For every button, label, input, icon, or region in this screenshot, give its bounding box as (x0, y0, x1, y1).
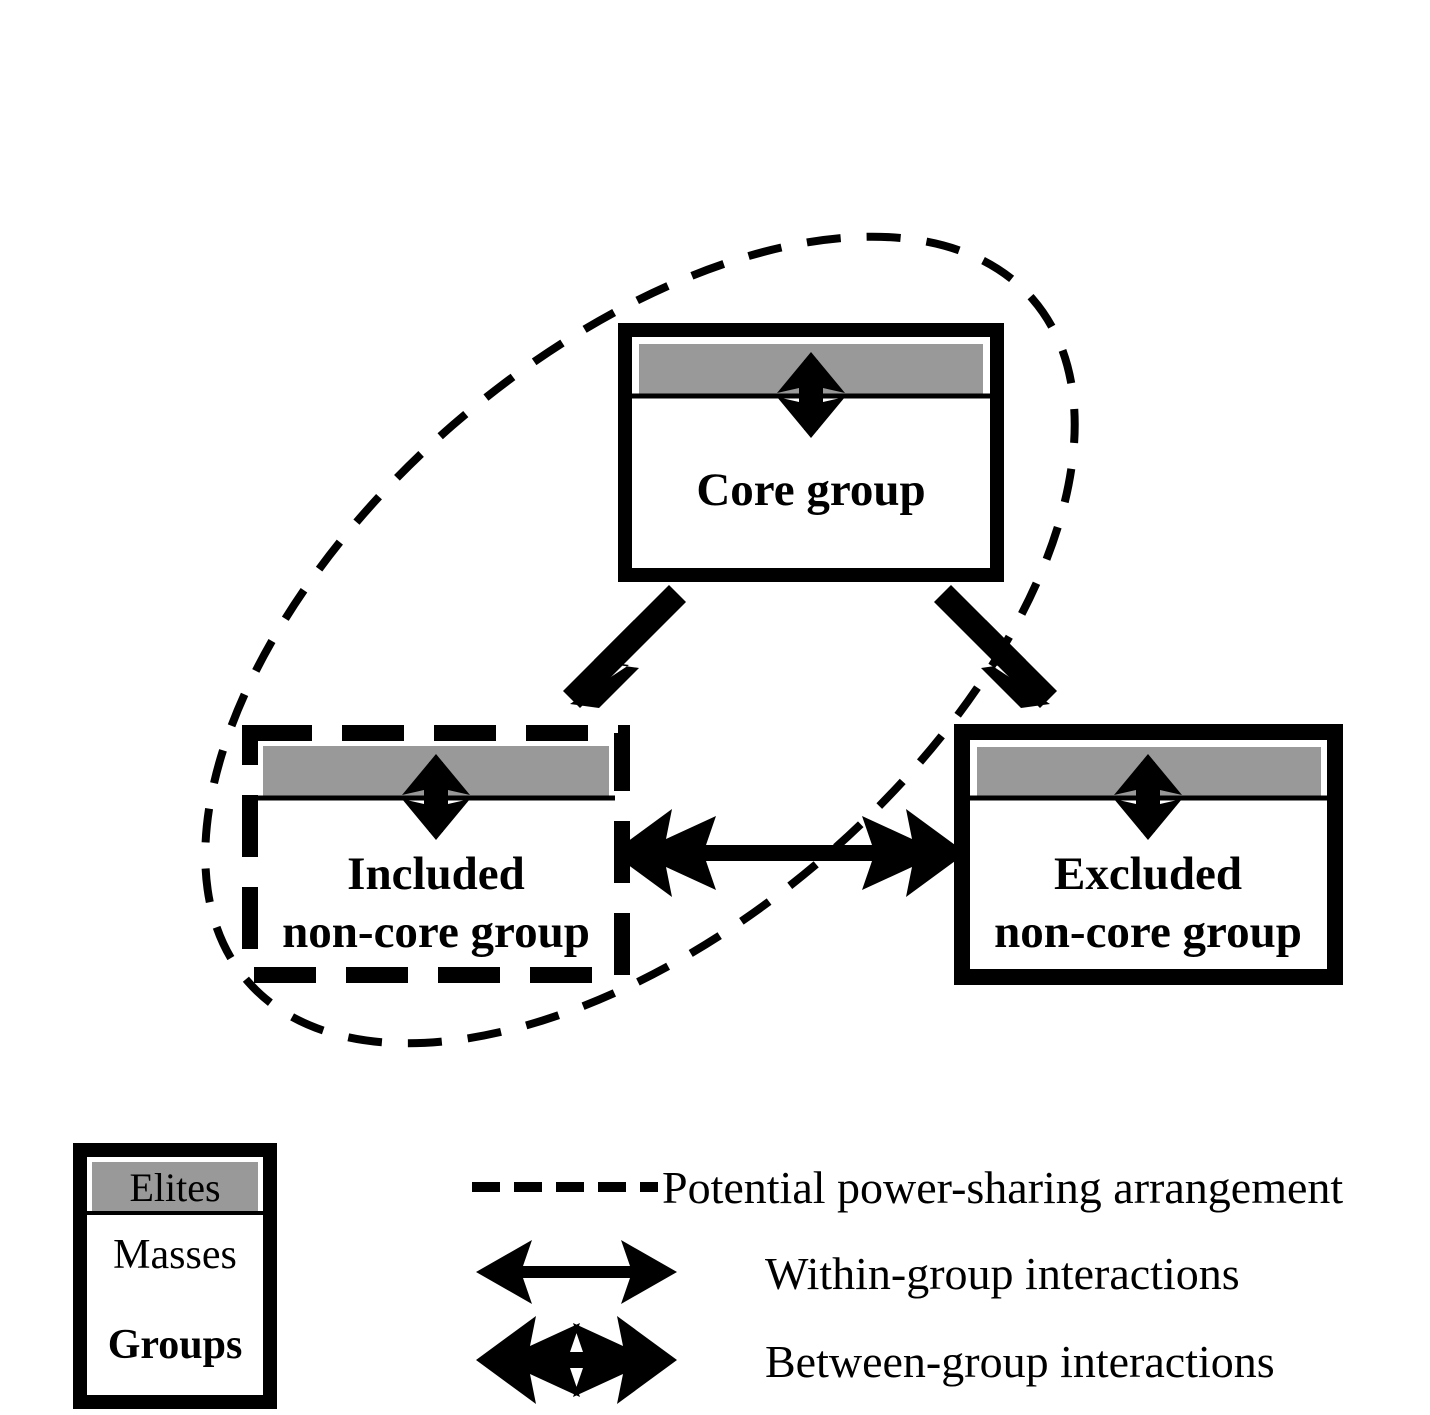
legend-item-dashed-line: Potential power-sharing arrangement (472, 1162, 1343, 1213)
edge-core-included-arrow (557, 578, 686, 750)
excluded-non-core-group-label-line1: Excluded (1054, 848, 1242, 900)
legend-item-within-group: Within-group interactions (476, 1240, 1240, 1304)
core-group-label: Core group (696, 464, 925, 516)
legend-item-between-group: Between-group interactions (476, 1316, 1275, 1404)
legend-label-between-group: Between-group interactions (765, 1336, 1275, 1387)
edge-included-excluded-arrow (612, 809, 966, 897)
thin-double-arrow-icon (476, 1240, 677, 1304)
key-masses-label: Masses (113, 1232, 237, 1278)
core-group-within-arrow (777, 352, 845, 438)
legend-label-within-group: Within-group interactions (765, 1248, 1240, 1299)
node-excluded-non-core-group[interactable]: Excluded non-core group (954, 724, 1343, 985)
edge-core-excluded-arrow (934, 578, 1063, 750)
excluded-non-core-group-label-line2: non-core group (994, 906, 1302, 958)
included-non-core-group-label-line1: Included (347, 848, 525, 900)
key-box: Elites Masses Groups (73, 1143, 277, 1409)
key-groups-label: Groups (108, 1322, 243, 1368)
included-non-core-group-label-line2: non-core group (282, 906, 590, 958)
key-box-elites-band (92, 1162, 258, 1212)
power-sharing-ellipse (201, 232, 1079, 1048)
thick-double-arrow-icon (476, 1316, 677, 1404)
excluded-non-core-group-within-arrow (1114, 754, 1182, 840)
key-elites-label: Elites (129, 1165, 220, 1210)
node-core-group[interactable]: Core group (618, 323, 1004, 582)
node-included-non-core-group[interactable]: Included non-core group (242, 725, 630, 983)
included-non-core-group-within-arrow (402, 754, 470, 840)
legend-label-power-sharing: Potential power-sharing arrangement (662, 1162, 1343, 1213)
